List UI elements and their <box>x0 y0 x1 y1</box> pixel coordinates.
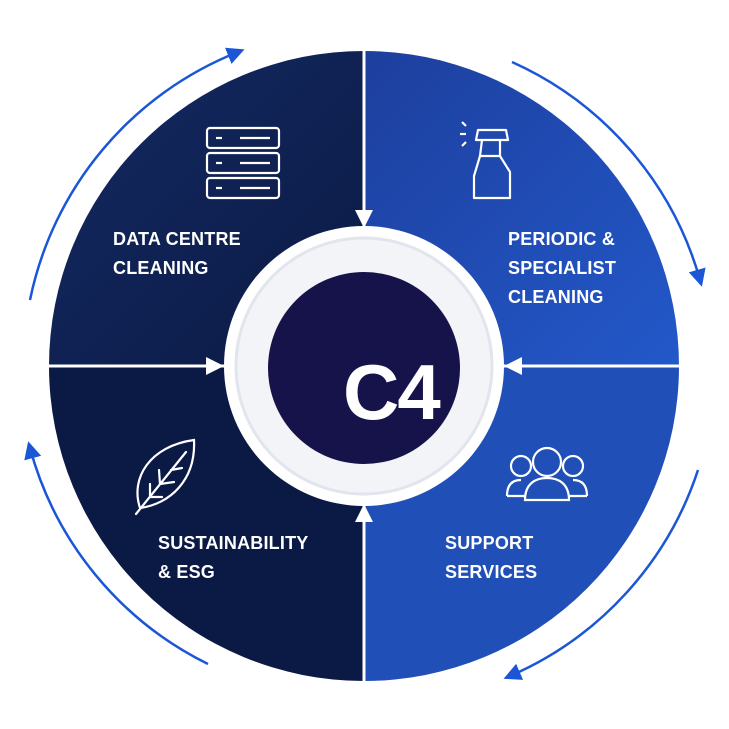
leaf-icon <box>134 438 196 516</box>
spray-bottle-icon <box>460 121 512 200</box>
cycle-arrow-top-right <box>511 60 706 287</box>
label-periodic-line3: CLEANING <box>508 287 604 307</box>
arrow-bottom-icon <box>355 504 373 522</box>
label-support-services: SUPPORT SERVICES <box>445 529 537 587</box>
cycle-arrow-bottom-right <box>503 469 700 680</box>
arrow-top-icon <box>355 210 373 228</box>
label-data-centre-line2: CLEANING <box>113 258 209 278</box>
label-sustainability-line2: & ESG <box>158 562 216 582</box>
arrow-left-icon <box>206 357 224 375</box>
label-data-centre-line1: DATA CENTRE <box>113 229 241 249</box>
label-periodic-specialist-cleaning: PERIODIC & SPECIALIST CLEANING <box>508 225 616 312</box>
label-periodic-line1: PERIODIC & <box>508 229 616 249</box>
label-support-line2: SERVICES <box>445 562 538 582</box>
label-data-centre-cleaning: DATA CENTRE CLEANING <box>113 225 241 283</box>
logo-circle <box>268 272 460 464</box>
cycle-arrow-bottom-left <box>24 441 209 666</box>
label-periodic-line2: SPECIALIST <box>508 258 617 278</box>
cycle-arrow-top-left <box>28 47 245 301</box>
label-sustainability-esg: SUSTAINABILITY & ESG <box>158 529 308 587</box>
label-sustainability-line1: SUSTAINABILITY <box>158 533 309 553</box>
people-group-icon <box>505 446 589 502</box>
server-rack-icon <box>205 126 281 200</box>
label-support-line1: SUPPORT <box>445 533 534 553</box>
c4-logo-text: C4 <box>343 348 441 436</box>
arrow-right-icon <box>504 357 522 375</box>
